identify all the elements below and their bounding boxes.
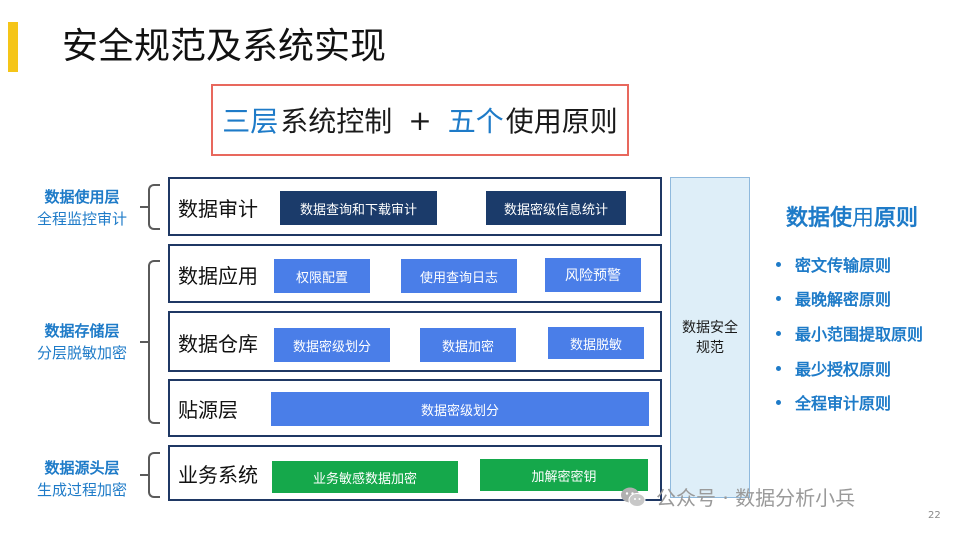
brace-source	[148, 452, 160, 498]
principle-text: 全程审计原则	[795, 394, 892, 413]
left-group-source: 数据源头层 生成过程加密	[24, 457, 140, 501]
audit-query-download-button[interactable]: 数据查询和下载审计	[280, 191, 437, 225]
left-group-title: 数据使用层	[44, 188, 120, 206]
summary-banner: 三层 系统控制 + 五个 使用原则	[211, 84, 629, 156]
encryption-key-button[interactable]: 加解密密钥	[480, 459, 648, 491]
bullet-icon	[776, 295, 781, 301]
brace-usage	[148, 184, 160, 230]
layer-warehouse: 数据仓库 数据密级划分 数据加密 数据脱敏	[168, 311, 662, 372]
brace-usage-tick	[140, 206, 149, 208]
permission-config-button[interactable]: 权限配置	[274, 259, 370, 293]
bullet-icon	[776, 365, 781, 371]
bullet-icon	[776, 330, 781, 336]
left-group-subtitle: 全程监控审计	[36, 210, 127, 228]
left-group-title: 数据存储层	[44, 322, 120, 340]
layer-audit: 数据审计 数据查询和下载审计 数据密级信息统计	[168, 177, 662, 236]
bullet-icon	[776, 261, 781, 267]
left-group-title: 数据源头层	[44, 459, 120, 477]
layer-source: 贴源层 数据密级划分	[168, 379, 662, 437]
left-group-subtitle: 生成过程加密	[36, 481, 127, 499]
bullet-icon	[776, 399, 781, 405]
principle-text: 密文传输原则	[795, 256, 892, 275]
page-number: 22	[928, 510, 941, 521]
layer-label: 数据审计	[178, 197, 258, 221]
brace-storage-tick	[140, 341, 149, 343]
layer-label: 贴源层	[178, 398, 238, 422]
principle-item: 全程审计原则	[776, 390, 891, 414]
layer-label: 数据应用	[178, 264, 258, 288]
principle-text: 最晚解密原则	[795, 290, 892, 309]
principle-item: 最少授权原则	[776, 356, 891, 380]
source-classification-button[interactable]: 数据密级划分	[271, 392, 649, 426]
left-group-usage: 数据使用层 全程监控审计	[24, 186, 140, 230]
brace-storage	[148, 260, 160, 424]
layer-label: 数据仓库	[178, 332, 258, 356]
layer-label: 业务系统	[178, 463, 258, 487]
usage-query-log-button[interactable]: 使用查询日志	[401, 259, 517, 293]
principle-text: 最少授权原则	[795, 360, 892, 379]
principle-item: 最小范围提取原则	[776, 321, 923, 345]
banner-three-layers: 三层	[222, 105, 279, 138]
principle-text: 最小范围提取原则	[795, 325, 924, 344]
principles-title-part3: 原则	[874, 206, 919, 231]
left-group-subtitle: 分层脱敏加密	[36, 344, 127, 362]
wechat-icon	[621, 487, 646, 507]
watermark-text: 公众号 · 数据分析小兵	[656, 486, 856, 510]
banner-system-control: 系统控制	[280, 105, 393, 138]
banner-usage-principles: 使用原则	[505, 105, 618, 138]
banner-plus: +	[408, 103, 432, 137]
layer-application: 数据应用 权限配置 使用查询日志 风险预警	[168, 244, 662, 303]
brace-source-tick	[140, 474, 149, 476]
data-security-spec-panel: 数据安全规范	[670, 177, 750, 498]
warehouse-classification-button[interactable]: 数据密级划分	[274, 328, 390, 362]
side-panel-text: 数据安全规范	[682, 319, 738, 356]
data-masking-button[interactable]: 数据脱敏	[548, 327, 644, 359]
left-group-storage: 数据存储层 分层脱敏加密	[24, 320, 140, 364]
principles-title-part1: 数据使	[786, 206, 853, 231]
business-sensitive-encryption-button[interactable]: 业务敏感数据加密	[272, 461, 458, 493]
principle-item: 最晚解密原则	[776, 286, 891, 310]
watermark: 公众号 · 数据分析小兵	[620, 482, 855, 511]
risk-warning-button[interactable]: 风险预警	[545, 258, 641, 292]
title-accent-bar	[8, 22, 18, 72]
data-encryption-button[interactable]: 数据加密	[420, 328, 516, 362]
banner-five: 五个	[447, 105, 504, 138]
principles-title: 数据使用原则	[786, 200, 918, 232]
layer-business: 业务系统 业务敏感数据加密 加解密密钥	[168, 445, 662, 501]
principles-title-part2: 用	[852, 206, 875, 231]
audit-classification-stats-button[interactable]: 数据密级信息统计	[486, 191, 626, 225]
principle-item: 密文传输原则	[776, 252, 891, 276]
page-title: 安全规范及系统实现	[62, 26, 387, 67]
